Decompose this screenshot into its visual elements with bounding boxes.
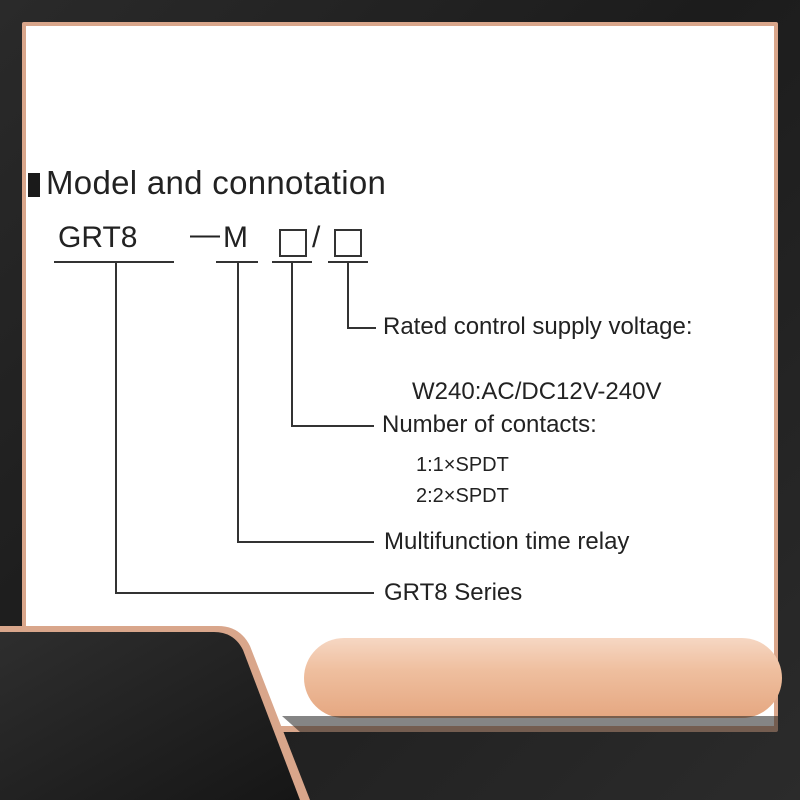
voltage-value: W240:AC/DC12V-240V: [412, 378, 662, 405]
code-function: M: [223, 221, 248, 254]
content-panel: [26, 26, 774, 726]
contacts-placeholder-box: [279, 229, 307, 257]
voltage-label: Rated control supply voltage:: [383, 313, 693, 340]
decorative-corner: [0, 626, 778, 800]
decorative-pill: [304, 638, 782, 718]
code-dash: —: [190, 218, 220, 251]
voltage-placeholder-box: [334, 229, 362, 257]
series-label: GRT8 Series: [384, 579, 523, 606]
heading-marker: [28, 173, 40, 197]
contacts-label: Number of contacts:: [382, 411, 597, 438]
section-heading: Model and connotation: [46, 164, 387, 201]
code-slash: /: [312, 221, 321, 254]
contacts-option-2: 2:2×SPDT: [416, 485, 509, 507]
code-series: GRT8: [58, 221, 138, 254]
contacts-option-1: 1:1×SPDT: [416, 454, 509, 476]
function-label: Multifunction time relay: [384, 528, 630, 555]
